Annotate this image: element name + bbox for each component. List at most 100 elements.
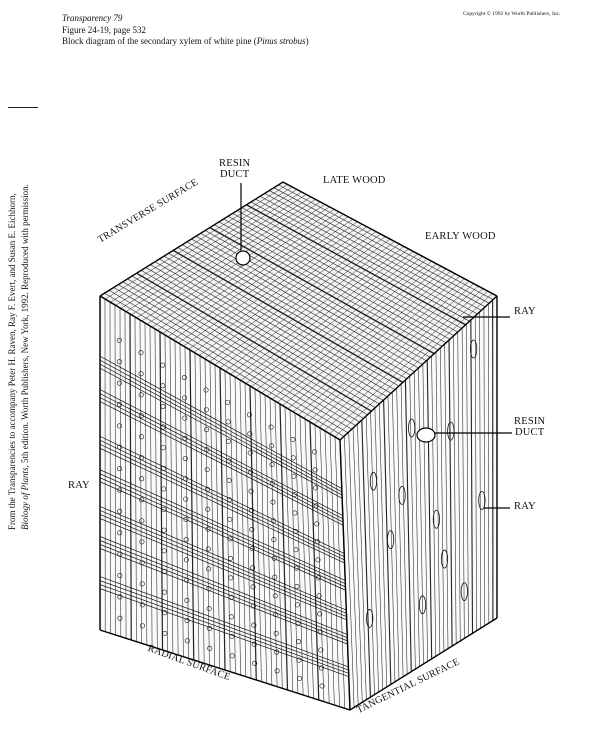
tracheid-wall <box>199 355 205 664</box>
bordered-pit <box>229 633 235 639</box>
bordered-pit <box>139 623 145 629</box>
label-resin-duct-top-line1: RESIN <box>219 158 251 169</box>
bordered-pit <box>229 614 235 620</box>
bordered-pit <box>292 528 298 534</box>
bordered-pit <box>272 574 278 580</box>
radial-ray-band <box>100 588 349 677</box>
bordered-pit <box>274 668 280 674</box>
transverse-cell-wall <box>110 186 293 303</box>
bordered-pit <box>315 557 321 563</box>
bordered-pit <box>116 380 122 386</box>
bordered-pit <box>138 392 144 398</box>
bordered-pit <box>205 506 211 512</box>
figure-reference: Figure 24-19, page 532 <box>62 25 146 35</box>
bordered-pit <box>295 620 301 626</box>
bordered-pit <box>296 639 302 645</box>
transverse-cell-wall <box>240 248 409 381</box>
transverse-cell-wall <box>120 191 302 309</box>
tangential-cell-wall <box>440 347 445 652</box>
bordered-pit <box>139 518 145 524</box>
tracheid-wall <box>124 310 127 639</box>
tangential-cell-wall <box>418 367 424 665</box>
bordered-pit <box>206 586 212 592</box>
bordered-pit <box>183 516 189 522</box>
tangential-cell-wall <box>448 339 453 647</box>
bordered-pit <box>271 555 277 561</box>
bordered-pit <box>139 476 145 482</box>
bordered-pit <box>313 503 319 509</box>
bordered-pit <box>204 427 210 433</box>
block-outline <box>99 181 498 711</box>
bordered-pit <box>182 415 188 421</box>
bordered-pit <box>182 476 188 482</box>
transverse-cell-wall <box>152 206 330 328</box>
bordered-pit <box>205 546 211 552</box>
transverse-cell-wall <box>287 271 451 409</box>
bordered-pit <box>227 516 233 522</box>
tracheid-wall <box>244 382 252 679</box>
bordered-pit <box>227 555 233 561</box>
bordered-pit <box>272 593 278 599</box>
bordered-pit <box>161 465 167 471</box>
tracheid-wall <box>164 334 168 652</box>
tracheid-wall <box>269 397 278 687</box>
tracheid-wall <box>219 367 226 671</box>
bordered-pit <box>181 375 187 381</box>
bordered-pit <box>228 575 234 581</box>
bordered-pit <box>182 435 188 441</box>
radial-ray-band <box>100 447 345 564</box>
bordered-pit <box>203 407 209 413</box>
bordered-pit <box>184 638 190 644</box>
bordered-pit <box>269 480 275 486</box>
bordered-pit <box>296 657 302 663</box>
radial-ray-band <box>100 518 347 621</box>
tracheid-wall <box>194 352 200 662</box>
bordered-pit <box>291 473 297 479</box>
copyright-notice: Copyright © 1992 by Worth Publishers, In… <box>463 11 561 17</box>
tangential-cell-wall <box>352 427 363 703</box>
tracheid-wall <box>214 364 221 669</box>
bordered-pit <box>270 499 276 505</box>
bordered-pit <box>160 383 166 389</box>
tangential-ray <box>440 549 449 569</box>
transverse-cell-wall <box>219 238 391 369</box>
radial-ray-band <box>100 584 349 674</box>
transverse-cell-wall <box>282 268 446 406</box>
tangential-cell-wall <box>426 359 433 659</box>
transverse-cell-wall <box>251 253 419 387</box>
radial-ray-band <box>100 469 346 581</box>
radial-ray-band <box>100 477 346 588</box>
label-ray-right-lower: RAY <box>514 501 536 512</box>
bordered-pit <box>205 526 211 532</box>
tangential-cell-wall <box>365 415 375 695</box>
tracheid-wall <box>309 421 320 701</box>
label-early-wood: EARLY WOOD <box>425 231 496 242</box>
bordered-pit <box>225 438 231 444</box>
bordered-pit <box>269 462 275 468</box>
transverse-cell-wall <box>183 221 358 347</box>
tracheid-wall <box>264 394 273 686</box>
tracheid-wall <box>119 307 122 637</box>
tracheid-wall <box>259 391 267 684</box>
bordered-pit <box>117 594 123 600</box>
bordered-pit <box>247 431 253 437</box>
tangential-cell-wall <box>400 383 408 675</box>
tangential-cell-wall <box>483 307 486 626</box>
radial-ray-band <box>100 393 344 520</box>
tangential-cell-wall <box>409 375 416 670</box>
tangential-ray <box>478 491 486 510</box>
bordered-pit <box>273 630 279 636</box>
tracheid-wall <box>129 313 132 641</box>
credit-rule <box>8 107 38 108</box>
tracheid-wall <box>314 424 325 702</box>
transparency-number: Transparency 79 <box>62 13 123 23</box>
bordered-pit <box>291 492 297 498</box>
tracheid-wall <box>154 328 158 649</box>
label-ray-right-upper: RAY <box>514 306 536 317</box>
figure-caption: Block diagram of the secondary xylem of … <box>62 36 309 46</box>
radial-ray-band <box>100 481 346 591</box>
tangential-cell-wall <box>378 403 388 688</box>
tangential-cell-wall <box>392 391 400 680</box>
bordered-pit <box>117 551 123 557</box>
